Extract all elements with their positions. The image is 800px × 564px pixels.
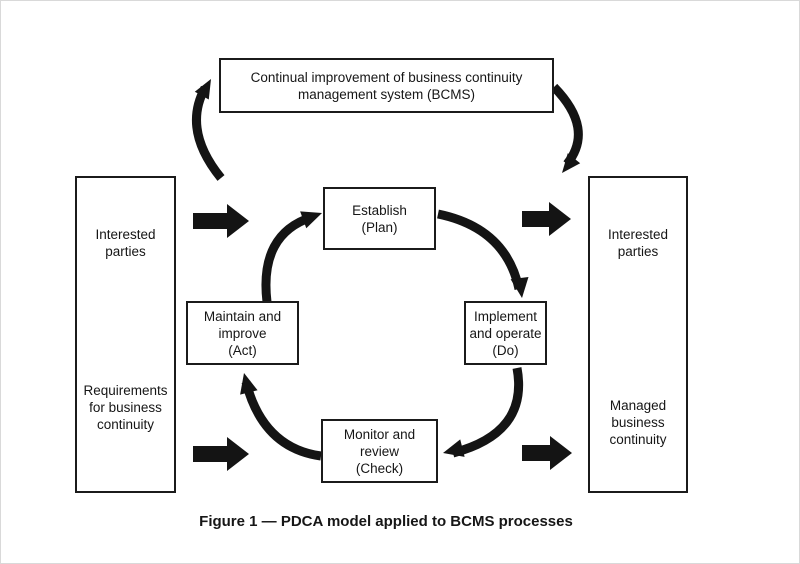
pdca-act-label: Maintain and improve <box>203 308 282 341</box>
requirements-for-business-continuity-label: Requirements for business continuity <box>83 383 168 432</box>
interested-parties-left-label: Interested parties <box>95 227 156 259</box>
interested-parties-requirements-box: Interested parties Requirements for busi… <box>75 176 176 493</box>
pdca-plan-box: Establish (Plan) <box>323 187 436 250</box>
curved-arrow-up-to-improvement-icon <box>191 79 225 181</box>
interested-parties-right-label: Interested parties <box>607 227 669 259</box>
block-arrow-left-top-icon <box>193 204 249 238</box>
cycle-arc-check-to-act <box>240 373 322 461</box>
block-arrow-left-bottom-icon <box>193 437 249 471</box>
pdca-check-box: Monitor and review (Check) <box>321 419 438 483</box>
continual-improvement-box: Continual improvement of business contin… <box>219 58 554 113</box>
cycle-arc-do-to-check <box>443 367 524 458</box>
pdca-check-label: Monitor and review <box>343 426 416 459</box>
pdca-plan-sublabel: (Plan) <box>361 219 398 235</box>
managed-business-continuity-label: Managed business continuity <box>609 398 667 447</box>
pdca-do-label: Implement and operate <box>469 308 542 341</box>
figure-caption: Figure 1 — PDCA model applied to BCMS pr… <box>199 513 573 530</box>
pdca-act-box: Maintain and improve (Act) <box>186 301 299 365</box>
pdca-act-sublabel: (Act) <box>228 342 257 358</box>
pdca-plan-label: Establish <box>352 202 407 218</box>
curved-arrow-down-from-improvement-icon <box>550 83 583 173</box>
pdca-do-box: Implement and operate (Do) <box>464 301 547 365</box>
cycle-arc-plan-to-do <box>437 209 529 298</box>
block-arrow-right-top-icon <box>522 202 571 236</box>
interested-parties-managed-box: Interested parties Managed business cont… <box>588 176 688 493</box>
continual-improvement-label: Continual improvement of business contin… <box>250 69 523 102</box>
pdca-check-sublabel: (Check) <box>355 460 404 476</box>
cycle-arc-act-to-plan <box>261 211 322 303</box>
pdca-do-sublabel: (Do) <box>492 342 519 358</box>
block-arrow-right-bottom-icon <box>522 436 572 470</box>
